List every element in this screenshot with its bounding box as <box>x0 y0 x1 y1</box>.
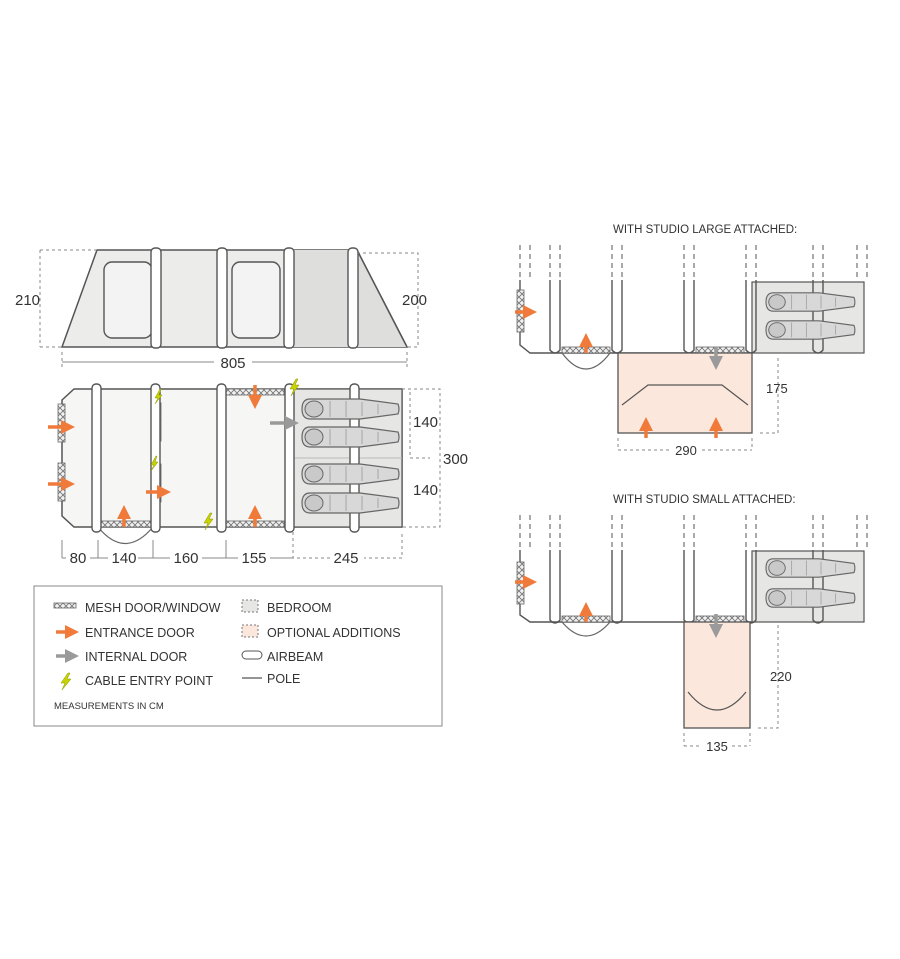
dim-guide <box>357 252 419 348</box>
side-window-2 <box>231 261 281 339</box>
studio-small-depth: 220 <box>770 669 792 684</box>
side-beam <box>283 247 295 349</box>
entrance-arrows <box>48 385 262 527</box>
depth-total: 300 <box>443 451 468 468</box>
studio-large-title: WITH STUDIO LARGE ATTACHED: <box>613 224 797 236</box>
cable-legend-icon <box>60 672 72 691</box>
studio-small-plan: WITH STUDIO SMALL ATTACHED: <box>515 494 868 755</box>
width-2: 140 <box>111 550 136 567</box>
mesh-legend-icon <box>53 602 77 609</box>
legend: MESH DOOR/WINDOW ENTRANCE DOOR INTERNAL … <box>33 585 443 727</box>
legend-pole: POLE <box>267 672 300 686</box>
side-window-1 <box>103 261 153 339</box>
side-view: 210 200 805 <box>15 247 427 372</box>
legend-airbeam: AIRBEAM <box>267 650 323 664</box>
studio-large-plan: WITH STUDIO LARGE ATTACHED: <box>515 224 868 459</box>
optional-legend-icon <box>241 624 259 638</box>
cable-points <box>150 378 300 531</box>
width-1: 80 <box>70 550 87 567</box>
depth-top: 140 <box>413 414 438 431</box>
bedroom-legend-icon <box>241 599 259 613</box>
studio-large-width: 290 <box>675 443 697 458</box>
legend-bedroom: BEDROOM <box>267 601 332 615</box>
airbeam-legend-icon <box>241 650 263 660</box>
studio-small-width: 135 <box>706 739 728 754</box>
side-beam <box>216 247 228 349</box>
studio-small-title: WITH STUDIO SMALL ATTACHED: <box>613 494 796 506</box>
floor-plan: 140 140 300 80 140 160 155 245 <box>48 378 475 567</box>
side-height-right: 200 <box>402 292 427 309</box>
width-5: 245 <box>333 550 358 567</box>
side-beam <box>150 247 162 349</box>
width-4: 155 <box>241 550 266 567</box>
legend-optional: OPTIONAL ADDITIONS <box>267 626 401 640</box>
legend-note: MEASUREMENTS IN CM <box>54 701 164 712</box>
side-length: 805 <box>220 355 245 372</box>
studio-small-annex <box>683 621 751 729</box>
side-beam <box>347 247 359 349</box>
legend-internal: INTERNAL DOOR <box>85 650 187 664</box>
studio-large-depth: 175 <box>766 381 788 396</box>
side-height-left: 210 <box>15 292 40 309</box>
width-3: 160 <box>173 550 198 567</box>
dim-guide <box>39 249 97 348</box>
depth-bottom: 140 <box>413 482 438 499</box>
legend-entrance: ENTRANCE DOOR <box>85 626 195 640</box>
legend-cable: CABLE ENTRY POINT <box>85 674 213 688</box>
legend-box <box>33 585 443 727</box>
legend-mesh: MESH DOOR/WINDOW <box>85 601 221 615</box>
